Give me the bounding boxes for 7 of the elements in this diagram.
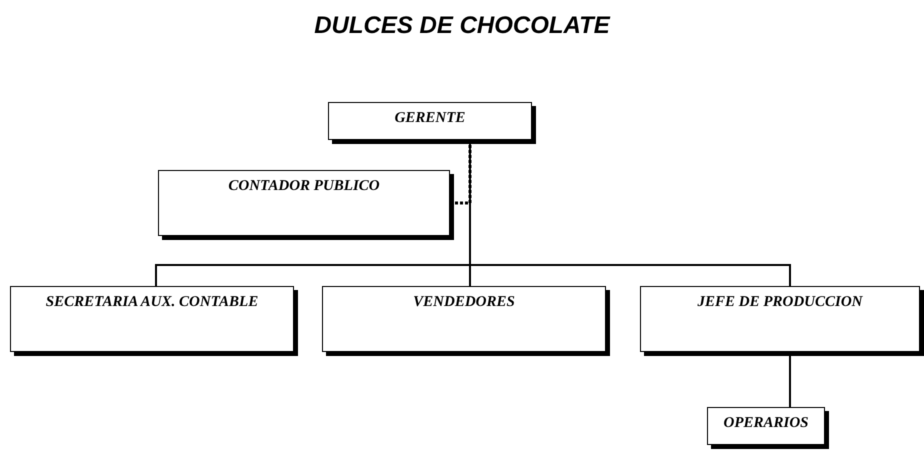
- role-label: CONTADOR PUBLICO: [228, 178, 380, 195]
- role-label: OPERARIOS: [723, 415, 809, 432]
- role-label: GERENTE: [394, 110, 466, 127]
- role-label: JEFE DE PRODUCCION: [697, 294, 863, 311]
- role-label: SECRETARIA AUX. CONTABLE: [46, 294, 258, 311]
- chart-title: DULCES DE CHOCOLATE: [313, 12, 612, 40]
- role-label: VENDEDORES: [413, 294, 515, 311]
